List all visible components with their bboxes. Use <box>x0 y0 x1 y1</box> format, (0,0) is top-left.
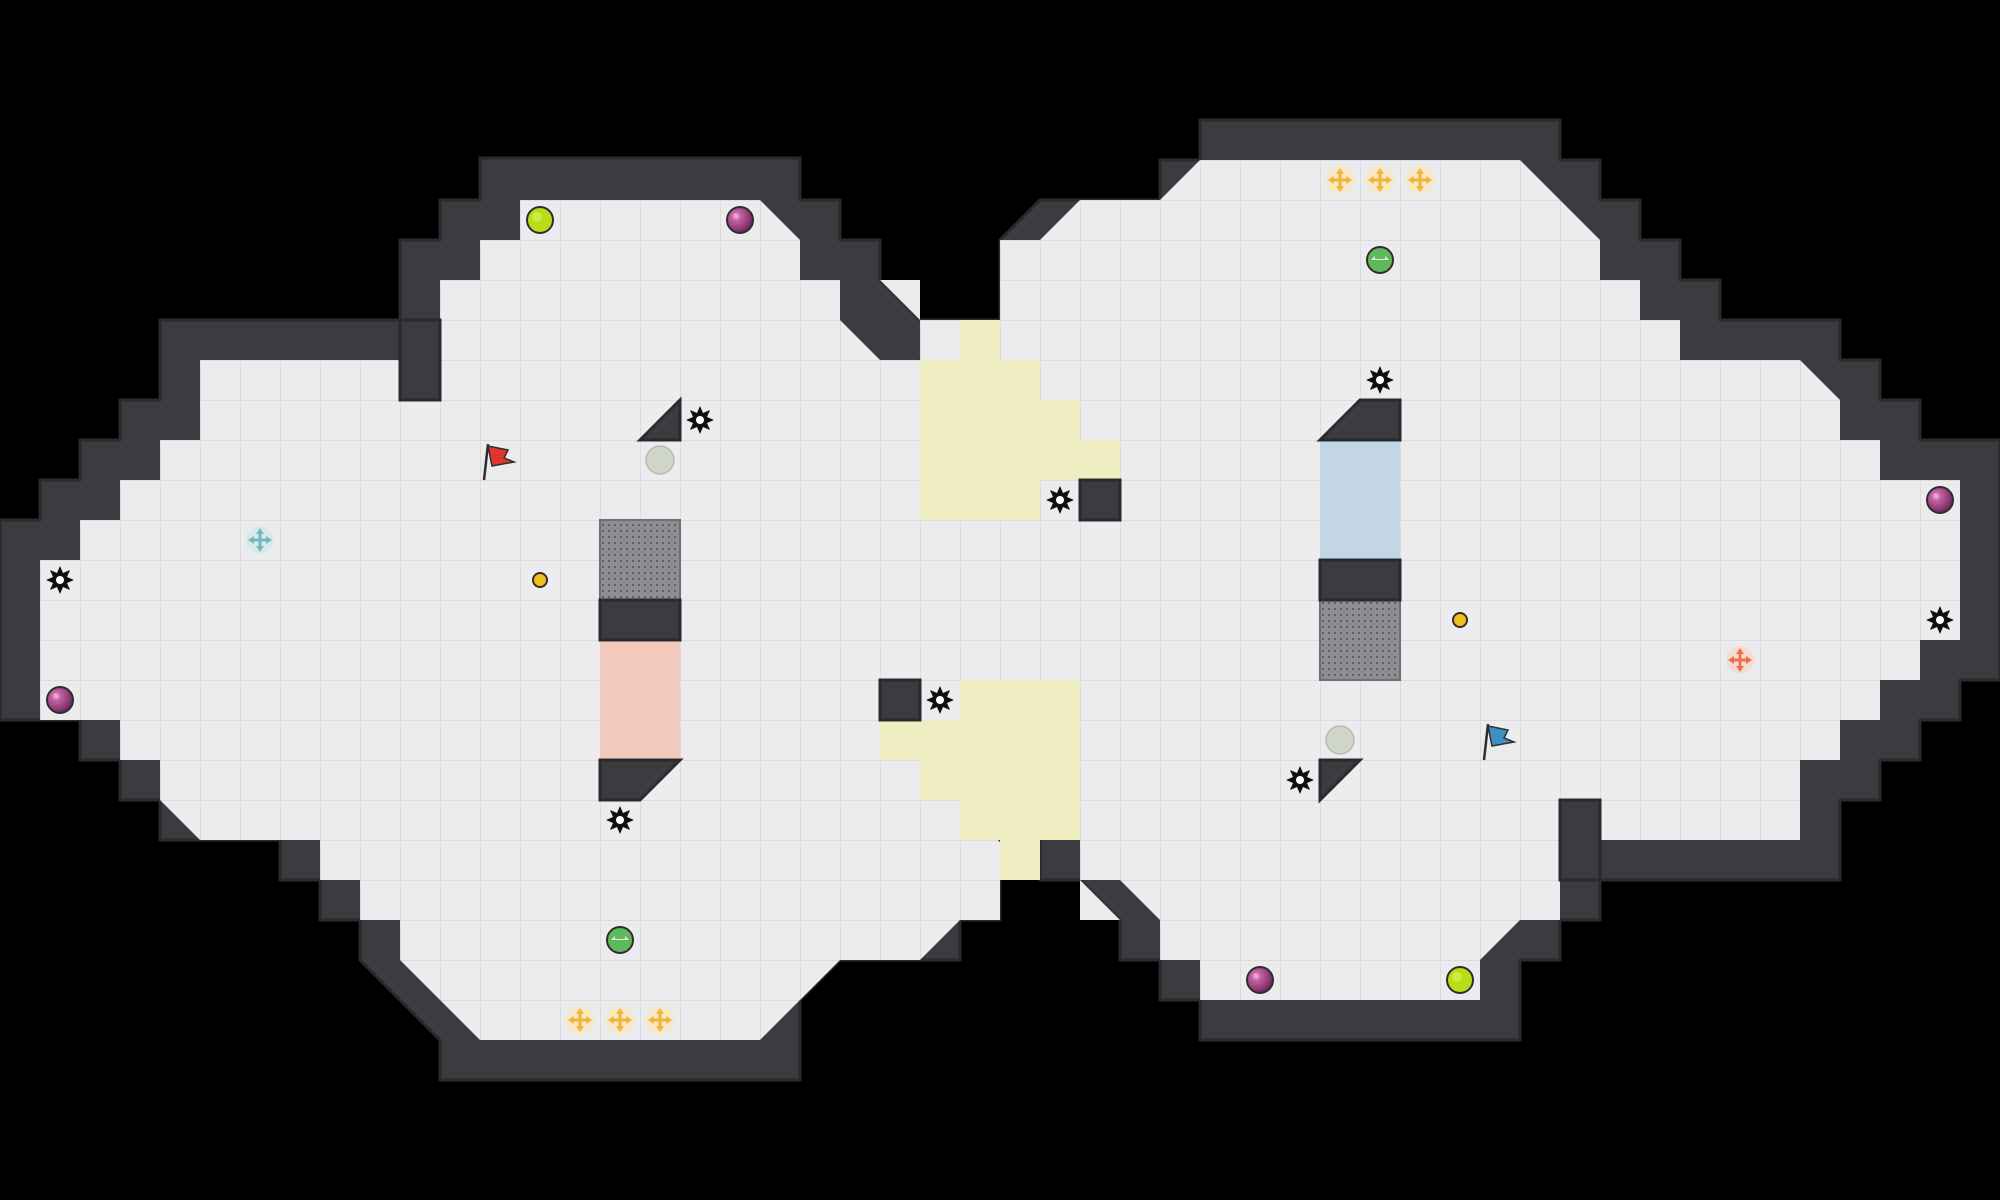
powerup-icon <box>526 206 554 234</box>
bomb-icon <box>1926 486 1954 514</box>
gate-left <box>599 519 681 601</box>
spike-icon <box>686 406 714 434</box>
center-notch-bottom <box>1080 880 1120 920</box>
bomb-icon <box>1246 966 1274 994</box>
yellow-zone-top <box>920 320 1120 520</box>
spike-icon <box>1366 366 1394 394</box>
bomb-icon <box>46 686 74 714</box>
right-arena <box>958 118 2000 1042</box>
portal-icon <box>1366 246 1394 274</box>
portal-icon <box>606 926 634 954</box>
red-endzone <box>600 640 680 760</box>
spike-icon <box>606 806 634 834</box>
boost-icon <box>566 1006 594 1034</box>
spike-icon <box>926 686 954 714</box>
boost-icon <box>1326 166 1354 194</box>
spike-icon <box>1926 606 1954 634</box>
button-icon <box>532 572 548 588</box>
blue-endzone <box>1320 440 1400 560</box>
right-arena-floor <box>1000 160 1960 1000</box>
boost-icon <box>646 1006 674 1034</box>
powerup-icon <box>1446 966 1474 994</box>
yellow-zone-bottom <box>880 680 1080 880</box>
spike-icon <box>46 566 74 594</box>
boost-icon <box>1366 166 1394 194</box>
spike-icon <box>1046 486 1074 514</box>
blue-flag-icon <box>1482 723 1517 761</box>
toggle-icon <box>1325 725 1355 755</box>
red-flag-icon <box>482 443 517 481</box>
inner-walls <box>398 318 1602 882</box>
speed-move-icon <box>246 526 274 554</box>
rocket-move-icon <box>1726 646 1754 674</box>
bomb-icon <box>726 206 754 234</box>
button-icon <box>1452 612 1468 628</box>
spike-icon <box>1286 766 1314 794</box>
boost-icon <box>1406 166 1434 194</box>
left-arena-floor <box>40 200 1000 1040</box>
left-arena <box>0 156 1002 1082</box>
buttons <box>532 572 1468 628</box>
center-notch-top <box>880 280 920 320</box>
toggle-icon <box>645 445 675 475</box>
boost-icon <box>606 1006 634 1034</box>
gate-right <box>1319 599 1401 681</box>
